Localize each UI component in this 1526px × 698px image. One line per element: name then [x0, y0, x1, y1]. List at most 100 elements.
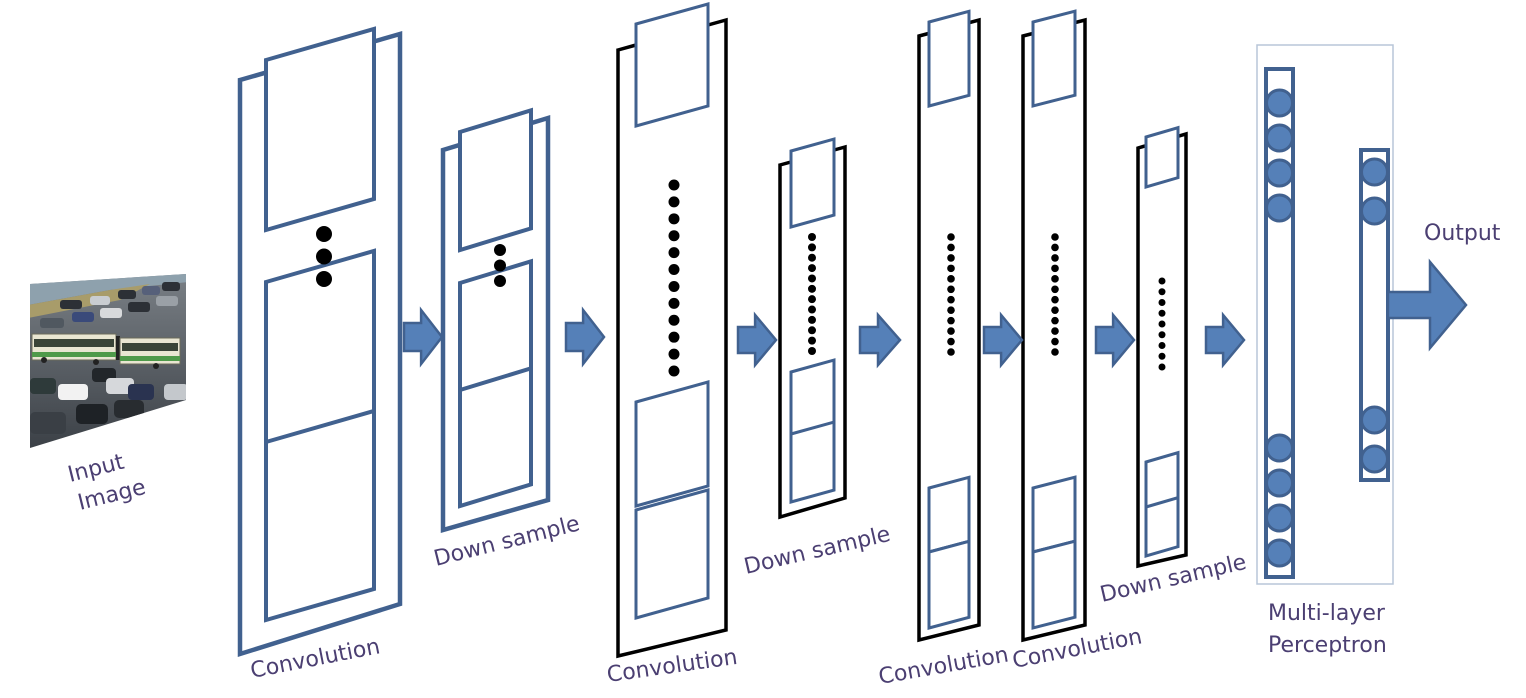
ellipsis-dot — [947, 306, 955, 314]
flow-arrow-icon — [982, 311, 1024, 369]
neuron-icon — [1360, 444, 1389, 474]
bus — [31, 333, 181, 369]
feature-map — [1031, 539, 1077, 630]
feature-map — [264, 408, 376, 623]
neuron-icon — [1265, 158, 1294, 188]
ellipsis-dot — [1158, 342, 1166, 349]
ellipsis-dot — [1051, 233, 1059, 241]
ellipsis-dot — [1051, 348, 1059, 356]
ellipsis-dot — [947, 327, 955, 335]
ellipsis-dot — [668, 264, 680, 276]
neuron-icon — [1265, 123, 1294, 153]
ellipsis-dot — [1051, 243, 1059, 252]
ellipsis-dot — [1158, 299, 1166, 306]
ellipsis-dot — [494, 244, 506, 256]
ellipsis-dot — [1051, 285, 1059, 294]
flow-arrow-icon — [402, 306, 444, 368]
ellipsis-dot — [947, 233, 955, 241]
ellipsis-dot — [947, 275, 955, 283]
ellipsis-dot — [668, 365, 680, 377]
ellipsis-dot — [316, 271, 332, 287]
ellipsis-dot — [947, 295, 955, 304]
neuron-icon — [1360, 405, 1389, 435]
ellipsis-dot — [808, 347, 816, 355]
multi-layer-perceptron — [1256, 44, 1394, 585]
stage-pool3 — [1136, 125, 1188, 569]
ellipsis-dot — [668, 348, 680, 360]
feature-map — [927, 9, 971, 108]
feature-map — [1144, 495, 1180, 558]
ellipsis-dot — [494, 259, 506, 272]
ellipsis-dot — [947, 348, 955, 356]
ellipsis-dot — [808, 305, 816, 314]
ellipsis-dot — [808, 295, 816, 304]
flow-arrow-icon — [736, 311, 778, 369]
ellipsis-dot — [1158, 320, 1166, 328]
mlp-layer-output_layer — [1359, 148, 1390, 482]
feature-map — [458, 365, 533, 509]
ellipsis-dot — [808, 284, 816, 293]
ellipsis-dot — [668, 179, 680, 191]
ellipsis-dot — [1051, 327, 1059, 335]
stage-conv2 — [616, 2, 728, 659]
neuron-icon — [1265, 503, 1294, 533]
ellipsis-dot — [808, 274, 816, 283]
ellipsis-dot — [1051, 337, 1059, 346]
neuron-icon — [1360, 196, 1389, 226]
ellipsis-dot — [1051, 275, 1059, 283]
ellipsis-dot — [668, 247, 680, 259]
ellipsis-dot — [947, 243, 955, 252]
ellipsis-dot — [1158, 331, 1166, 339]
stage-conv4 — [1021, 9, 1087, 643]
ellipsis-dot — [1158, 363, 1166, 371]
ellipsis-dot — [1158, 277, 1166, 285]
input-image — [30, 274, 186, 448]
stage-conv1 — [237, 26, 403, 658]
neuron-icon — [1265, 538, 1294, 568]
stage-conv3 — [917, 9, 981, 643]
feature-map — [634, 2, 710, 128]
ellipsis-dot — [808, 253, 816, 262]
feature-map — [634, 380, 710, 508]
output-label: Output — [1424, 221, 1501, 246]
stage-label-conv3: Convolution — [877, 642, 1011, 689]
feature-map — [458, 107, 533, 253]
ellipsis-dot — [1051, 316, 1059, 325]
stage-pool2 — [778, 137, 847, 520]
ellipsis-dot — [808, 243, 816, 252]
ellipsis-dot — [316, 248, 332, 265]
mlp-label-line1: Multi-layer — [1268, 601, 1386, 626]
feature-map — [634, 488, 710, 620]
flow-arrow-icon — [564, 306, 606, 368]
ellipsis-dot — [668, 314, 680, 326]
ellipsis-dot — [1051, 306, 1059, 314]
feature-map — [1144, 125, 1180, 189]
ellipsis-dot — [494, 275, 506, 287]
ellipsis-dot — [947, 264, 955, 273]
neuron-icon — [1265, 88, 1294, 118]
ellipsis-dot — [1051, 254, 1059, 262]
ellipsis-dot — [947, 285, 955, 294]
ellipsis-dot — [668, 297, 680, 309]
feature-map — [1031, 475, 1077, 554]
ellipsis-dot — [808, 326, 816, 335]
neuron-icon — [1265, 433, 1294, 463]
stage-label-pool2: Down sample — [742, 522, 893, 580]
feature-map — [927, 539, 971, 630]
ellipsis-dot — [808, 233, 816, 241]
flow-arrow-icon — [858, 311, 902, 369]
flow-arrow-icon — [1094, 311, 1136, 369]
stage-pool1 — [440, 107, 551, 533]
mlp-layer-hidden — [1264, 67, 1295, 579]
feature-map — [789, 420, 836, 504]
flow-arrow-icon — [1204, 311, 1246, 369]
feature-map — [927, 475, 971, 554]
ellipsis-dot — [808, 264, 816, 273]
feature-map — [1031, 9, 1077, 108]
ellipsis-dot — [668, 331, 680, 343]
ellipsis-dot — [668, 196, 680, 208]
ellipsis-dot — [808, 315, 816, 324]
feature-map — [264, 26, 376, 233]
